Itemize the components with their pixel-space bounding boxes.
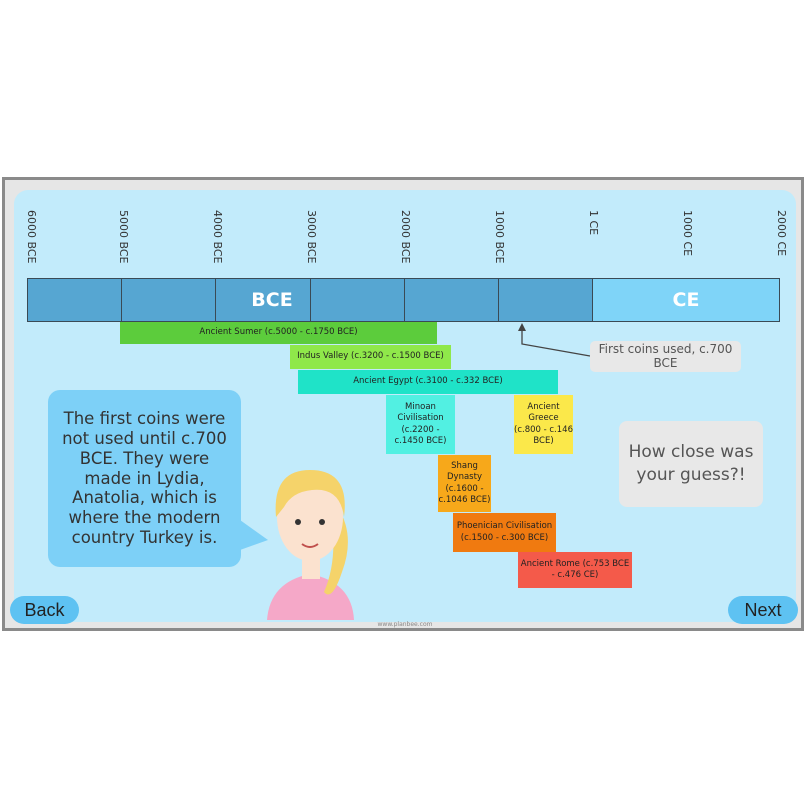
tick-label: 2000 CE — [775, 210, 788, 257]
next-button[interactable]: Next — [728, 596, 798, 624]
bce-segment — [403, 278, 499, 322]
tick-label: 4000 BCE — [211, 210, 224, 264]
tick-label: 2000 BCE — [399, 210, 412, 264]
civilisation-bar: Minoan Civilisation (c.2200 - c.1450 BCE… — [386, 395, 455, 454]
question-box: How close was your guess?! — [619, 421, 763, 507]
ce-label: CE — [672, 289, 700, 311]
civilisation-bar: Ancient Sumer (c.5000 - c.1750 BCE) — [120, 322, 437, 344]
ce-segment — [592, 278, 781, 322]
first-coins-annotation: First coins used, c.700 BCE — [590, 341, 741, 372]
tick-label: 3000 BCE — [305, 210, 318, 264]
speech-bubble: The first coins were not used until c.70… — [48, 390, 241, 567]
bce-label: BCE — [251, 289, 293, 311]
civilisation-bar: Shang Dynasty (c.1600 - c.1046 BCE) — [438, 455, 491, 512]
tick-label: 6000 BCE — [25, 210, 38, 264]
tick-label: 1 CE — [587, 210, 600, 236]
footer-url: www.planbee.com — [377, 621, 433, 628]
tick-label: 5000 BCE — [117, 210, 130, 264]
civilisation-bar: Ancient Egypt (c.3100 - c.332 BCE) — [298, 370, 558, 394]
tick-label: 1000 CE — [681, 210, 694, 257]
civilisation-bar: Ancient Greece (c.800 - c.146 BCE) — [514, 395, 573, 454]
girl-avatar — [267, 470, 354, 620]
civilisation-bar: Ancient Rome (c.753 BCE - c.476 CE) — [518, 552, 632, 588]
back-button[interactable]: Back — [10, 596, 79, 624]
bce-segment — [27, 278, 123, 322]
tick-label: 1000 BCE — [493, 210, 506, 264]
civilisation-bar: Indus Valley (c.3200 - c.1500 BCE) — [290, 345, 451, 369]
bce-segment — [215, 278, 311, 322]
civilisation-bar: Phoenician Civilisation (c.1500 - c.300 … — [453, 513, 556, 552]
